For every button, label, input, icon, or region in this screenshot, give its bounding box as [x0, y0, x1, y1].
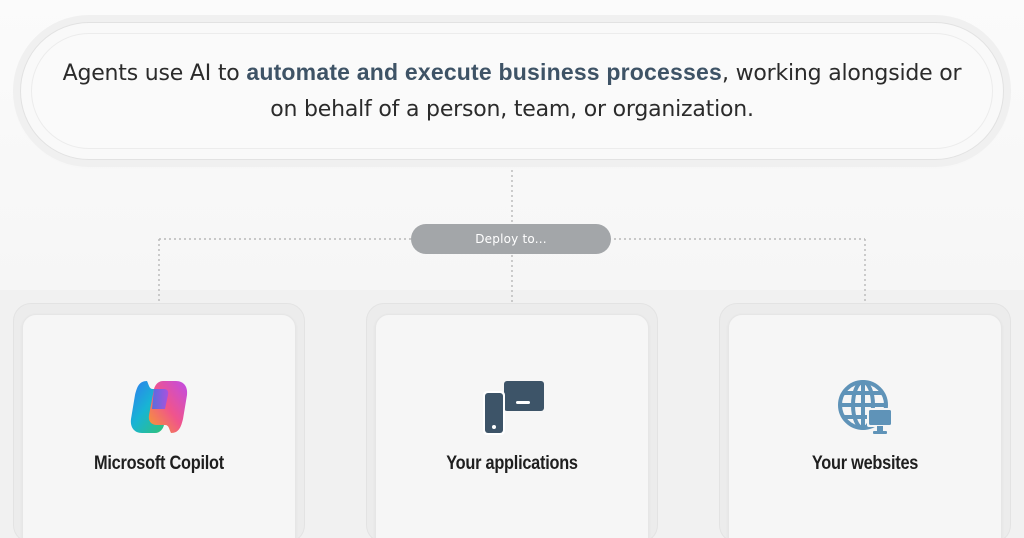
banner-text: Agents use AI to automate and execute bu… — [62, 54, 962, 128]
devices-icon — [483, 381, 544, 435]
target-card-websites-inner: Your websites — [728, 314, 1002, 538]
target-card-applications: Your applications — [366, 303, 658, 538]
banner-text-after: , working alongside or on behalf of a pe… — [270, 61, 962, 122]
globe-monitor-icon — [838, 380, 893, 434]
target-label-applications: Your applications — [446, 453, 578, 474]
banner-text-before: Agents use AI to — [62, 61, 247, 86]
target-card-websites: Your websites — [719, 303, 1011, 538]
target-label-websites: Your websites — [811, 453, 919, 474]
target-card-applications-inner: Your applications — [375, 314, 649, 538]
banner-inner-border — [31, 33, 993, 149]
banner-highlight: automate and execute business processes — [246, 59, 722, 85]
target-card-copilot: Microsoft Copilot — [13, 303, 305, 538]
description-banner: Agents use AI to automate and execute bu… — [20, 22, 1004, 160]
target-label-copilot: Microsoft Copilot — [94, 453, 224, 474]
deploy-to-pill: Deploy to... — [411, 224, 611, 254]
copilot-logo-icon — [130, 381, 188, 433]
target-card-copilot-inner: Microsoft Copilot — [22, 314, 296, 538]
